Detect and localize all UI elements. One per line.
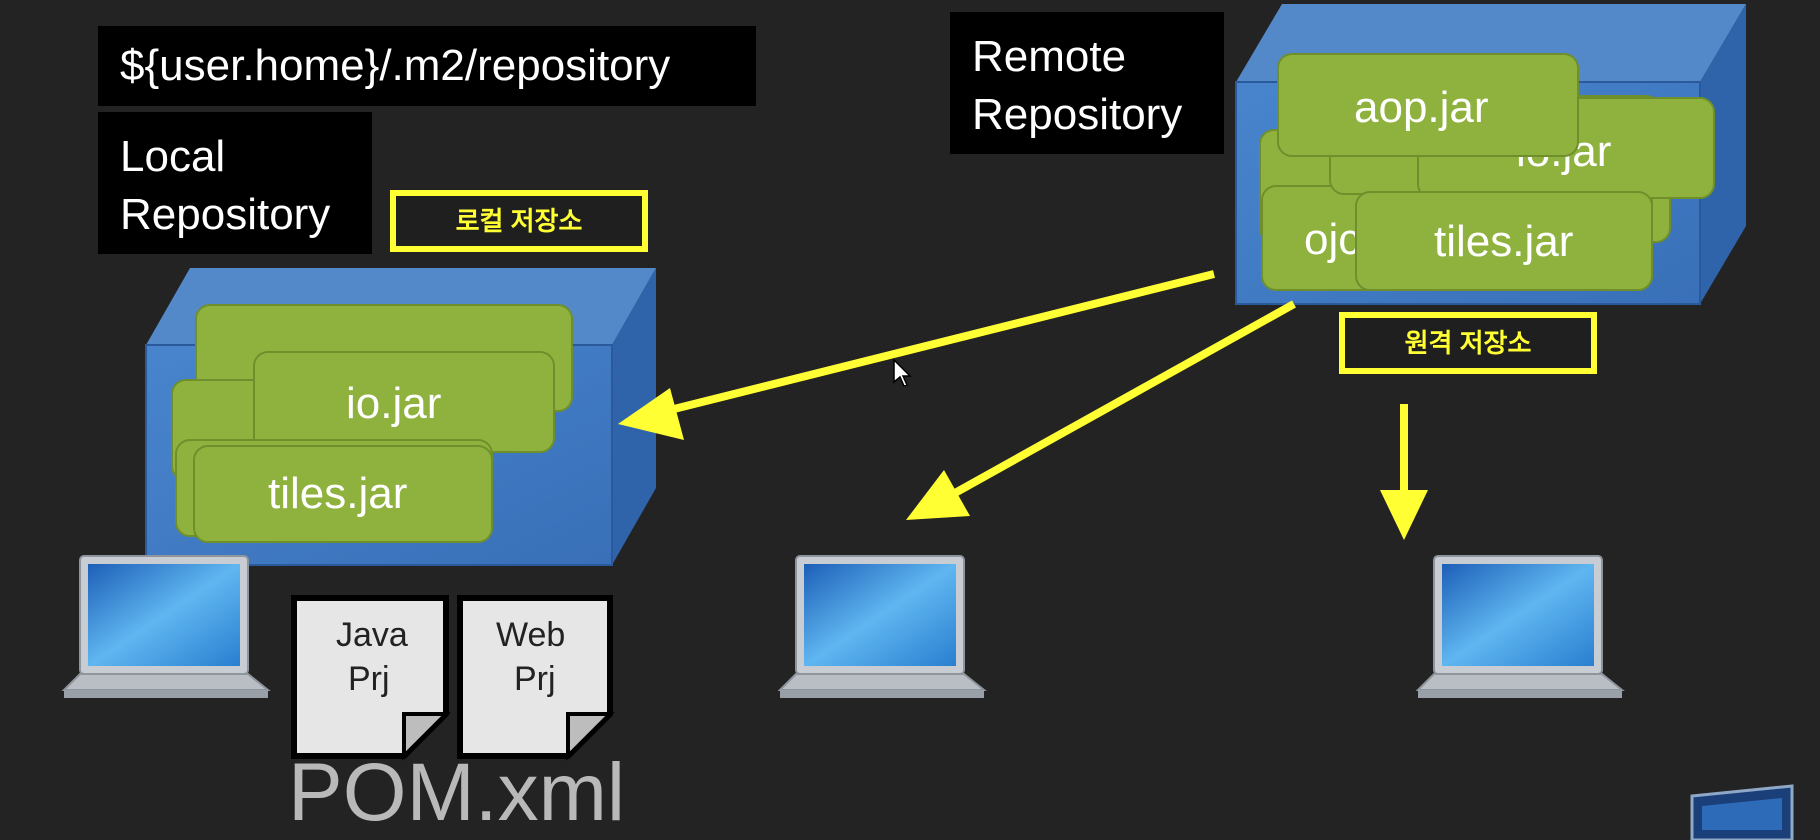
laptop-local xyxy=(61,555,271,698)
local-repository-korean-label: 로컬 저장소 xyxy=(390,190,648,252)
local-jar-tiles xyxy=(193,445,493,543)
remote-jar-tiles xyxy=(1355,191,1653,291)
remote-jar-aop-label: aop.jar xyxy=(1354,83,1489,132)
local-title-line2: Repository xyxy=(120,190,331,239)
doc-java-line2: Prj xyxy=(348,660,390,698)
pom-xml-label: POM.xml xyxy=(288,747,626,838)
remote-title-line1: Remote xyxy=(972,32,1127,81)
local-repository-path: ${user.home}/.m2/repository xyxy=(98,26,756,106)
arrow-to-laptop3-head xyxy=(1380,490,1428,540)
remote-title-line2: Repository xyxy=(972,90,1183,139)
corner-logo-icon xyxy=(1690,784,1794,840)
document-java-prj: Java Prj xyxy=(291,595,451,761)
local-jar-tiles-label: tiles.jar xyxy=(268,469,407,518)
remote-jar-ojc-label: ojc xyxy=(1304,215,1360,264)
remote-repository-title: Remote Repository xyxy=(950,12,1224,154)
laptop-3 xyxy=(1415,555,1625,698)
laptop-2 xyxy=(777,555,987,698)
remote-jar-aop xyxy=(1277,53,1579,157)
arrow-to-local-head xyxy=(618,388,684,440)
remote-jar-tiles-label: tiles.jar xyxy=(1434,217,1573,266)
local-repository-box: io.jar tiles.jar xyxy=(145,268,656,566)
doc-java-line1: Java xyxy=(336,616,408,654)
doc-web-line2: Prj xyxy=(514,660,556,698)
arrow-to-laptop2 xyxy=(944,300,1296,502)
arrows xyxy=(618,270,1428,540)
arrow-to-local xyxy=(661,270,1215,416)
document-web-prj: Web Prj xyxy=(457,595,615,761)
remote-repository-box: ojc io.jar aop.jar tiles.jar xyxy=(1235,4,1746,305)
mouse-cursor-icon xyxy=(893,358,912,387)
arrow-to-laptop2-head xyxy=(906,470,970,520)
local-jar-io-label: io.jar xyxy=(346,379,441,428)
doc-web-line1: Web xyxy=(496,616,565,654)
remote-repository-korean-label: 원격 저장소 xyxy=(1339,312,1597,374)
local-repository-title: Local Repository xyxy=(98,112,372,254)
local-title-line1: Local xyxy=(120,132,226,181)
